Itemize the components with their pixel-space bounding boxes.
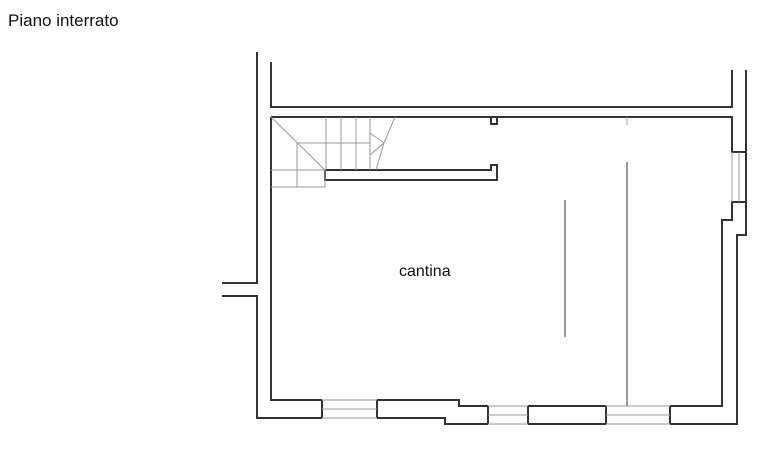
room-label-cantina: cantina <box>399 263 451 280</box>
outer-walls <box>222 52 747 425</box>
inner-walls <box>270 116 747 407</box>
staircase <box>270 116 396 188</box>
plan-title: Piano interrato <box>8 11 119 30</box>
windows <box>321 152 740 425</box>
interior-lines <box>564 117 628 406</box>
